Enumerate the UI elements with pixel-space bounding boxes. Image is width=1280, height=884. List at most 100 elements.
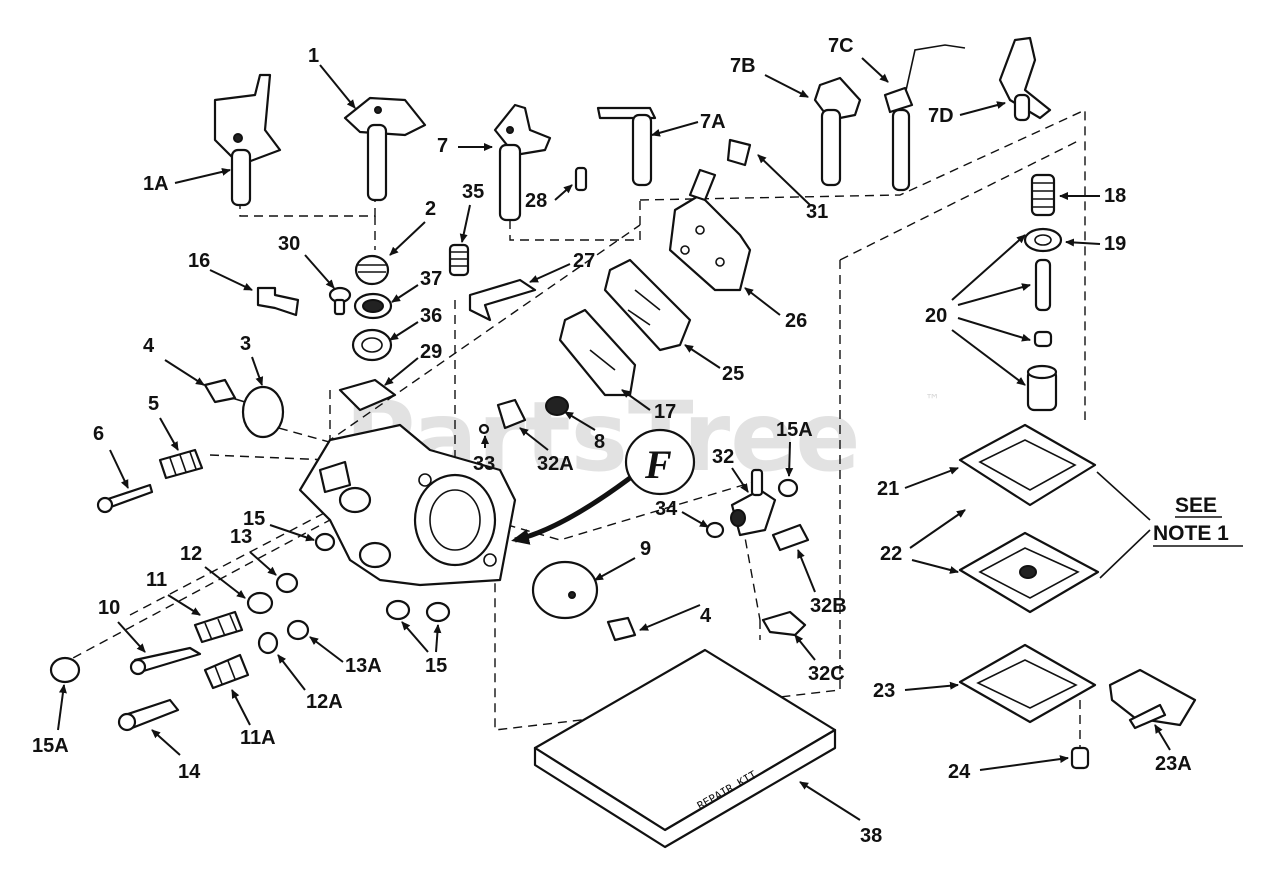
label-11a: 11A [240,727,276,749]
label-23: 23 [873,680,895,702]
part-10-needle [129,646,202,676]
part-15-washer [314,532,336,552]
label-32a: 32A [537,453,574,475]
label-9: 9 [640,538,651,560]
parts: F [49,36,1197,849]
label-25-text: 25 [722,363,744,385]
part-22-diaphragm [958,531,1100,614]
part-11a-spring [203,653,250,690]
label-29: 29 [420,341,442,363]
label-7: 7 [437,135,448,157]
label-10: 10 [98,597,120,619]
part-8-screen [545,396,569,416]
label-14: 14 [178,761,201,783]
part-3-throttle-plate [241,385,285,439]
label-32c: 32C [808,663,845,685]
label-2: 2 [425,198,436,220]
part-37-washer [353,292,393,320]
label-12: 12 [180,543,202,565]
note-line-1: SEE [1175,494,1217,517]
part-19-washer [1023,227,1063,253]
label-16: 16 [188,250,210,272]
label-15a-right-text: 15A [776,419,813,441]
label-24: 24 [948,761,971,783]
part-25-gasket [603,258,692,352]
carburetor-body [298,423,517,587]
part-21-gasket [958,423,1097,507]
part-15a-plug-right [777,478,799,498]
label-11: 11 [146,569,167,591]
part-35-spring [448,243,470,277]
label-34: 34 [655,498,678,520]
part-7a-shaft [596,106,657,187]
label-35: 35 [462,181,484,203]
label-20: 20 [925,305,947,327]
part-38-repair-kit: REPAIR KIT [533,648,837,849]
part-32b-fitting [771,523,810,552]
part-29-gasket [338,378,397,412]
part-28-screw [574,166,588,192]
label-19: 19 [1104,233,1126,255]
label-18: 18 [1104,185,1126,207]
part-9-choke-plate [531,560,599,620]
label-28: 28 [525,190,547,212]
part-32-fitting [730,468,777,537]
note-line-2: NOTE 1 [1153,522,1229,545]
note-leader-lines: SEE NOTE 1 [1096,471,1243,579]
label-33: 33 [473,453,495,475]
label-21: 21 [877,478,899,500]
part-24-screw [1070,746,1090,770]
part-16-pin [256,286,300,317]
label-4-lower: 4 [700,605,712,627]
label-3: 3 [240,333,251,355]
label-13a: 13A [345,655,382,677]
part-7-choke-lever [493,103,552,222]
label-4-upper: 4 [143,335,155,357]
part-18-spring [1030,173,1056,217]
part-20-seat-small [1033,330,1053,348]
part-7d-lever [998,36,1052,122]
part-32c-elbow [761,610,807,637]
label-15a-left: 15A [32,735,69,757]
part-27-bracket [468,278,537,322]
part-7b-lever [813,76,862,187]
part-1-throttle-lever [343,96,427,202]
part-4-screw-upper [203,378,246,404]
part-7c-lever [883,44,966,192]
part-13a-oring [286,619,310,641]
label-22: 22 [880,543,902,565]
label-1a: 1A [143,173,169,195]
part-2-spring [354,254,390,286]
label-13: 13 [230,526,252,548]
part-30-screw [328,286,352,316]
label-7d: 7D [928,105,954,127]
part-20-inlet-needle [1034,258,1052,312]
label-7c: 7C [828,35,854,57]
label-6: 6 [93,423,104,445]
label-26: 26 [785,310,807,332]
part-4-screw-lower [606,616,637,642]
part-20-seat [1026,364,1058,412]
label-7a: 7A [700,111,726,133]
part-36-seal [351,328,393,362]
part-23a-cover [1108,668,1197,730]
badge-letter: F [644,442,672,487]
label-27: 27 [573,250,595,272]
label-15-lower: 15 [425,655,447,677]
label-30: 30 [278,233,300,255]
part-13-oring [275,572,299,594]
label-1: 1 [308,45,319,67]
part-31-screw [726,138,752,167]
part-32a-fitting [496,398,527,430]
label-32b: 32B [810,595,847,617]
label-15-upper: 15 [243,508,265,530]
part-15a-plug-left [49,656,81,684]
label-31: 31 [806,201,828,223]
part-34-seat [705,521,725,539]
label-23a: 23A [1155,753,1192,775]
part-1a-shaft [213,73,282,207]
part-12a-washer [257,631,279,655]
label-32: 32 [712,446,734,468]
label-38: 38 [860,825,882,847]
